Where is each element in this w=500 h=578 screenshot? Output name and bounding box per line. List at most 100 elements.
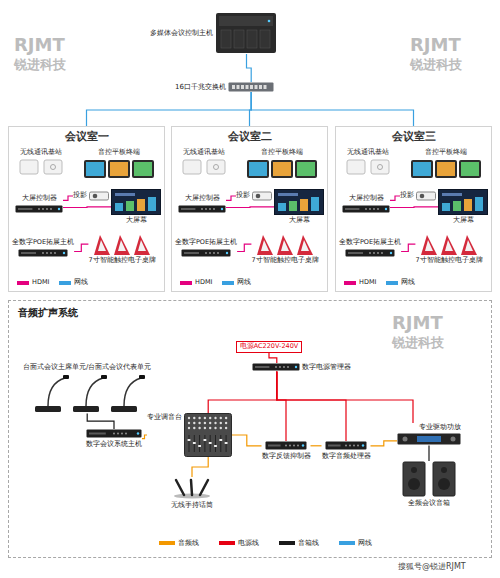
icon-shape [198, 417, 200, 419]
tablet-terminal: 音控平板终端 [83, 149, 155, 179]
icon-shape [209, 427, 211, 429]
legend-item: 网线 [386, 279, 415, 287]
icon-shape [204, 439, 207, 441]
icon-shape [19, 249, 68, 256]
cards-icon [419, 233, 479, 255]
icon-shape [369, 252, 371, 254]
icon-shape [378, 164, 383, 169]
connector [428, 445, 429, 461]
icon-shape [194, 435, 195, 452]
network-switch: 16口千兆交换机 [175, 82, 274, 92]
icon-shape [114, 235, 130, 255]
screen-controller: 大屏控制器 [178, 195, 226, 213]
icon-shape [200, 480, 208, 495]
icon-shape [220, 427, 222, 429]
icon-shape [137, 199, 145, 211]
icon-shape [289, 445, 291, 447]
base-icon [346, 159, 390, 175]
icon-shape [445, 240, 453, 251]
icon-shape [465, 240, 473, 251]
connector [277, 371, 413, 423]
big-screen: 大屏幕 [111, 189, 161, 225]
icon-shape [311, 197, 319, 211]
icon-shape [50, 252, 52, 254]
icon-shape [225, 422, 227, 424]
projector: 投影 [400, 191, 436, 201]
meeting-room: 会议室一无线通讯基站音控平板终端大屏控制器投影大屏幕全数字POE拓展主机7寸智能… [8, 126, 165, 292]
connector [251, 92, 413, 126]
icon-shape [254, 85, 257, 89]
d48-icon [252, 363, 300, 371]
icon-shape [234, 30, 244, 48]
legend-text: 音频线 [178, 539, 199, 547]
icon-shape [188, 417, 190, 419]
device-label: 无线通讯基站 [20, 149, 62, 157]
icon-shape [98, 240, 106, 251]
icon-shape [181, 208, 195, 210]
cards-icon [255, 233, 315, 255]
icon-shape [271, 160, 293, 178]
icon-shape [249, 162, 267, 176]
icon-shape [266, 442, 307, 450]
watermark: 锐进科技 [14, 57, 66, 73]
icon-shape [179, 205, 226, 212]
device-label: 专业调音台 [147, 413, 182, 421]
base-icon [19, 159, 63, 175]
icon-shape [63, 252, 65, 254]
legend-text: 音箱线 [298, 539, 319, 547]
big-screen: 大屏幕 [438, 189, 488, 225]
icon-shape [421, 235, 437, 255]
device-label: 大屏幕 [453, 217, 474, 225]
watermark: 锐进科技 [410, 57, 462, 73]
screen-controller: 大屏控制器 [15, 195, 63, 213]
connector [226, 196, 236, 200]
icon-shape [346, 249, 395, 256]
connector [232, 435, 262, 446]
icon-shape [108, 160, 130, 178]
poe-host: 全数字POE拓展主机 [175, 239, 237, 257]
icon-shape [225, 427, 227, 429]
icon-shape [253, 192, 272, 200]
icon-shape [345, 208, 359, 210]
icon-shape [137, 432, 139, 434]
watermark: RJMT [410, 34, 461, 56]
icon-shape [357, 445, 359, 447]
device-label: 大屏控制器 [185, 195, 220, 203]
icon-shape [51, 164, 56, 169]
connector [247, 54, 252, 82]
hmic-icon [167, 477, 217, 499]
icon-shape [110, 162, 128, 176]
icon-shape [345, 445, 347, 447]
icon-shape [353, 445, 355, 447]
tablets-icon [83, 159, 155, 179]
icon-shape [442, 203, 450, 211]
icon-shape [210, 435, 211, 452]
icon-shape [215, 435, 216, 452]
icon-shape [403, 437, 408, 442]
icon-shape [42, 252, 44, 254]
audio-processor: 数字音频处理器 [322, 441, 371, 460]
rack-icon [178, 205, 226, 213]
connector [269, 353, 277, 363]
icon-shape [420, 194, 425, 199]
tablet-terminal: 音控平板终端 [410, 149, 482, 179]
icon-shape [475, 197, 483, 211]
icon-shape [433, 462, 455, 496]
desk-card: 7寸智能触控电子桌牌 [88, 233, 155, 265]
icon-shape [417, 192, 436, 200]
icon-shape [198, 427, 200, 429]
device-label: 多媒体会议控制主机 [150, 29, 213, 37]
icon-shape [259, 85, 262, 89]
icon-shape [411, 160, 433, 178]
poe-icon [345, 249, 395, 257]
conference-host: 数字会议系统主机 [86, 429, 142, 448]
connector [401, 244, 415, 251]
icon-shape [199, 435, 200, 452]
icon-shape [204, 417, 206, 419]
icon-shape [464, 199, 472, 211]
icon-shape [289, 201, 297, 211]
proj-icon [89, 191, 109, 201]
icon-shape [148, 197, 156, 211]
